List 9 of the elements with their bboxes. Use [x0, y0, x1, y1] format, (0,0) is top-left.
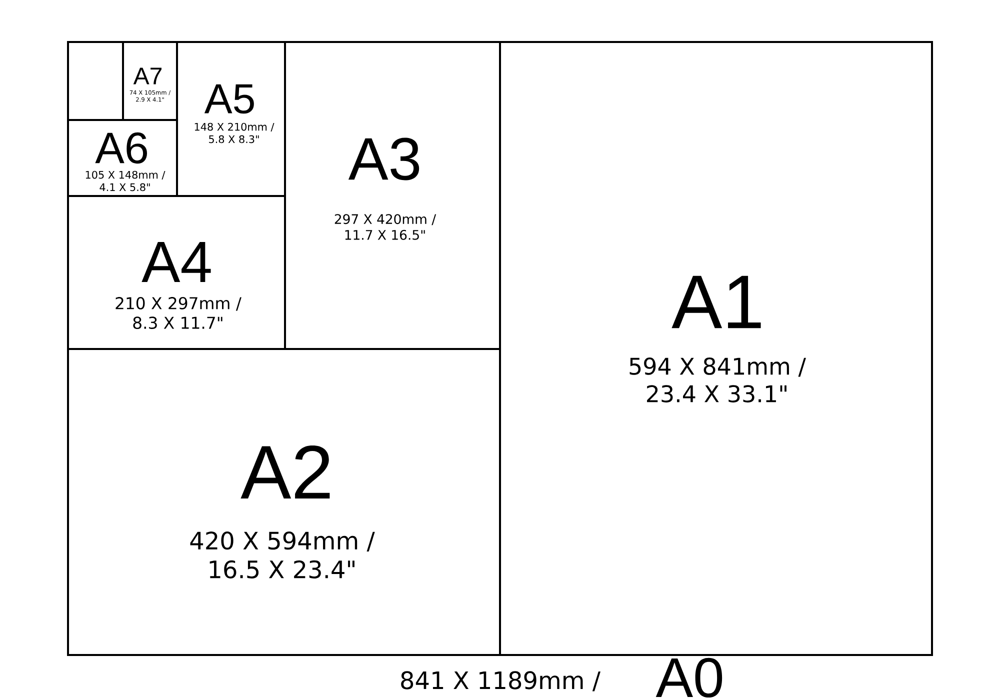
paper-sheet: A4 210 X 297mm / 8.3 X 11.7"	[67, 195, 286, 350]
dimension-text: 841 X 1189mm /	[401, 671, 600, 692]
paper-sheet: A6 105 X 148mm / 4.1 X 5.8"	[67, 119, 178, 197]
paper-sheet: A3 297 X 420mm / 11.7 X 16.5"	[284, 41, 501, 350]
paper-sheet: A2 420 X 594mm / 16.5 X 23.4"	[67, 348, 501, 656]
paper-sheet	[67, 41, 124, 121]
paper-sheet: A5 148 X 210mm / 5.8 X 8.3"	[176, 41, 286, 197]
paper-sheet: A1 594 X 841mm / 23.4 X 33.1"	[499, 41, 933, 656]
size-name: A0	[656, 658, 722, 698]
